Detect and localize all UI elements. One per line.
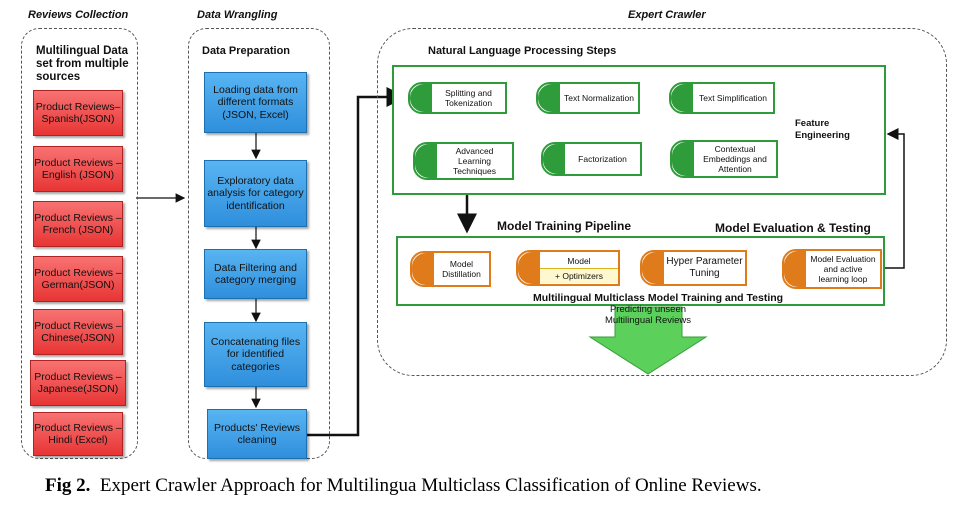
nlp-step-splitting-label: Splitting and Tokenization	[444, 88, 493, 108]
figure-caption: Fig 2. Expert Crawler Approach for Multi…	[45, 475, 762, 497]
reviews-collection-panel	[21, 28, 138, 459]
nlp-step-advanced-learning: Advanced Learning Techniques	[413, 142, 514, 180]
nlp-step-contextual-embeddings: Contextual Embeddings and Attention	[670, 140, 778, 178]
review-source-chinese: Product Reviews – Chinese(JSON)	[33, 309, 123, 355]
prep-step-eda: Exploratory data analysis for category i…	[204, 160, 307, 227]
nlp-steps-title: Natural Language Processing Steps	[428, 45, 617, 57]
prediction-arrow-label: Predicting unseen Multilingual Reviews	[604, 304, 692, 326]
feature-engineering-label: Feature Engineering	[795, 118, 850, 141]
training-step-evaluation-label: Model Evaluation and active learning loo…	[810, 254, 876, 284]
training-step-distillation: Model Distillation	[410, 251, 491, 287]
section-title-wrangling: Data Wrangling	[197, 9, 278, 21]
figure-number: Fig 2.	[45, 475, 91, 496]
review-source-french: Product Reviews – French (JSON)	[33, 201, 123, 247]
prep-step-loading: Loading data from different formats (JSO…	[204, 72, 307, 133]
review-source-german: Product Reviews – German(JSON)	[33, 256, 123, 302]
training-bottom-label: Multilingual Multiclass Model Training a…	[533, 292, 784, 304]
nlp-step-contextual-embeddings-label: Contextual Embeddings and Attention	[703, 144, 767, 174]
training-optimizers-label: + Optimizers	[540, 267, 618, 283]
nlp-step-normalization: Text Normalization	[536, 82, 640, 114]
section-title-expert-crawler: Expert Crawler	[628, 9, 706, 21]
training-step-hyperparameter: Hyper Parameter Tuning	[640, 250, 747, 286]
arrow-feedback-loop	[882, 128, 905, 269]
training-step-evaluation: Model Evaluation and active learning loo…	[782, 249, 882, 289]
prediction-arrow-shape	[588, 306, 708, 375]
section-title-reviews: Reviews Collection	[28, 9, 129, 21]
prep-step-concatenating: Concatenating files for identified categ…	[204, 322, 307, 387]
nlp-step-normalization-label: Text Normalization	[564, 93, 634, 103]
training-step-hyperparameter-label: Hyper Parameter Tuning	[666, 256, 743, 279]
model-training-pipeline-label: Model Training Pipeline	[497, 219, 632, 233]
nlp-step-factorization: Factorization	[541, 142, 642, 176]
prep-step-cleaning: Products' Reviews cleaning	[207, 409, 307, 459]
reviews-collection-title: Multilingual Data set from multiple sour…	[36, 45, 129, 83]
prep-step-filtering: Data Filtering and category merging	[204, 249, 307, 299]
review-source-japanese: Product Reviews – Japanese(JSON)	[30, 360, 126, 406]
training-step-distillation-label: Model Distillation	[442, 259, 481, 279]
nlp-step-simplification: Text Simplification	[669, 82, 775, 114]
review-source-english: Product Reviews – English (JSON)	[33, 146, 123, 192]
data-preparation-title: Data Preparation	[202, 45, 291, 57]
model-evaluation-testing-label: Model Evaluation & Testing	[715, 221, 871, 235]
nlp-step-simplification-label: Text Simplification	[698, 93, 768, 103]
nlp-step-factorization-label: Factorization	[578, 154, 627, 164]
review-source-hindi: Product Reviews – Hindi (Excel)	[33, 412, 123, 456]
expert-crawler-panel	[377, 28, 947, 376]
training-step-model: Model + Optimizers	[516, 250, 620, 286]
nlp-step-advanced-learning-label: Advanced Learning Techniques	[452, 146, 496, 176]
arrow-cleaning-to-nlp	[307, 87, 407, 437]
nlp-step-splitting: Splitting and Tokenization	[408, 82, 507, 114]
review-source-spanish: Product Reviews– Spanish(JSON)	[33, 90, 123, 136]
figure-caption-text: Expert Crawler Approach for Multilingua …	[99, 475, 762, 496]
training-model-label: Model	[567, 255, 591, 266]
